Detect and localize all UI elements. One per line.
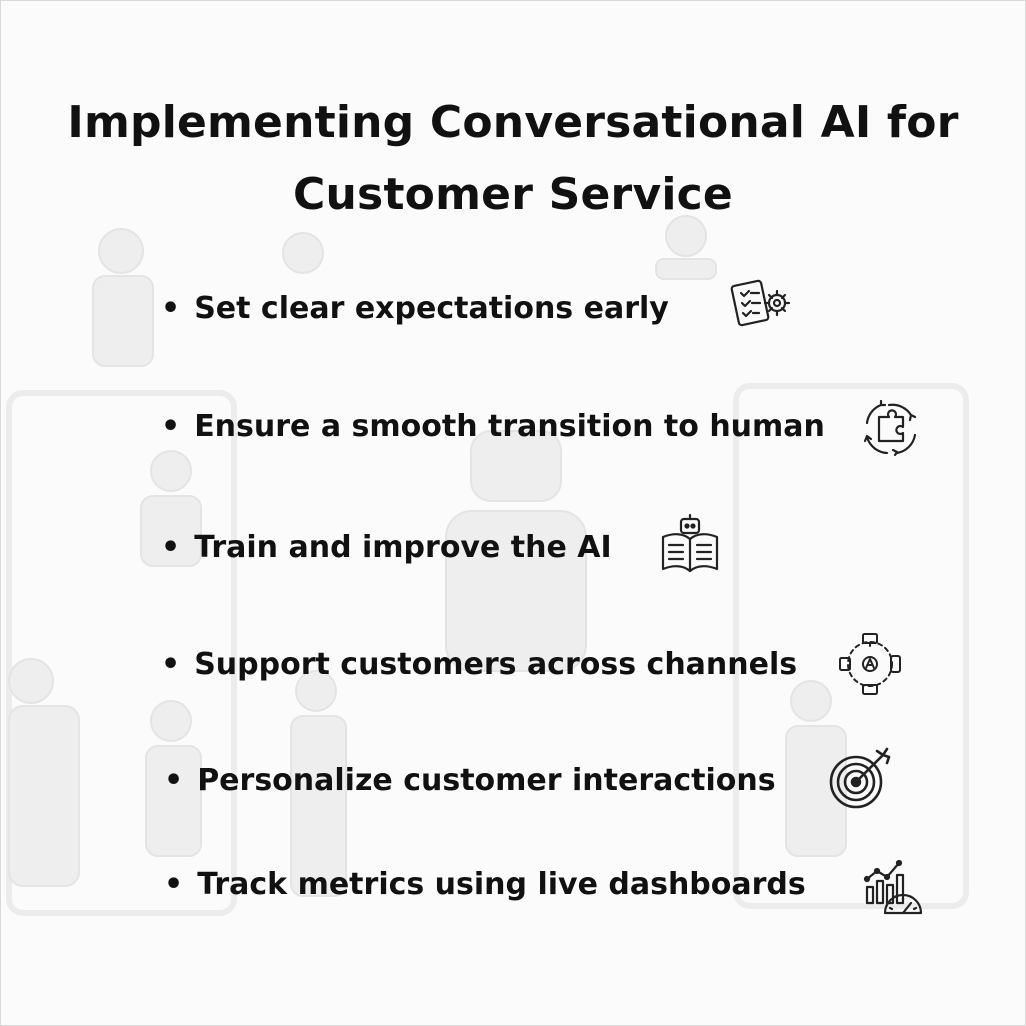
title-line-2: Customer Service	[293, 169, 733, 220]
list-item-label: Train and improve the AI	[194, 530, 612, 565]
list-item-label: Personalize customer interactions	[197, 763, 776, 798]
bullet: •	[161, 409, 181, 444]
list-item: • Set clear expectations early	[161, 289, 669, 329]
robot-book-icon	[657, 513, 723, 579]
list-item: • Train and improve the AI	[161, 528, 612, 568]
bullet: •	[164, 763, 184, 798]
omnichannel-icon	[837, 631, 903, 697]
bullet: •	[164, 867, 184, 902]
list-item: • Support customers across channels	[161, 645, 797, 685]
dashboard-chart-icon	[863, 853, 929, 919]
list-item-label: Set clear expectations early	[194, 291, 669, 326]
target-arrow-icon	[827, 745, 893, 811]
bullet: •	[161, 291, 181, 326]
title-line-1: Implementing Conversational AI for	[67, 97, 959, 148]
checklist-gear-icon	[729, 273, 795, 339]
list-item-label: Track metrics using live dashboards	[197, 867, 806, 902]
page-title: Implementing Conversational AI for Custo…	[1, 87, 1025, 231]
list-item-label: Ensure a smooth transition to human	[194, 409, 825, 444]
bullet: •	[161, 530, 181, 565]
list-item: • Personalize customer interactions	[164, 761, 776, 801]
bullet: •	[161, 647, 181, 682]
puzzle-cycle-icon	[859, 395, 925, 461]
list-item: • Ensure a smooth transition to human	[161, 407, 825, 447]
list-item-label: Support customers across channels	[194, 647, 798, 682]
list-item: • Track metrics using live dashboards	[164, 865, 806, 905]
